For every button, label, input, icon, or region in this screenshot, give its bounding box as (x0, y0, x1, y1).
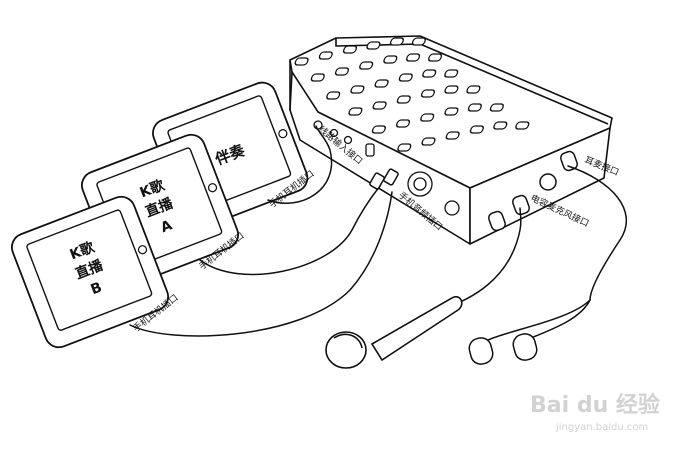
cable-microphone (439, 207, 522, 311)
microphone-head (325, 331, 367, 369)
earphones (468, 333, 538, 365)
microphone (325, 296, 463, 369)
side-knobs (488, 150, 578, 232)
cable-live-b (129, 191, 393, 337)
cables (129, 125, 627, 341)
cable-live-a (199, 185, 381, 276)
cable-accompaniment (267, 125, 333, 204)
cable-earphones (567, 165, 627, 301)
sound-card (289, 35, 613, 245)
knob-3 (539, 173, 557, 191)
knob-2 (512, 194, 530, 216)
phone-live-b: K歌 直播 B (11, 195, 169, 349)
usb-port (365, 143, 375, 157)
earbud-right (512, 333, 538, 361)
top-controls (294, 37, 530, 152)
watermark-brand: Bai du 经验 (530, 392, 660, 418)
front-ports (313, 120, 460, 216)
knob-1 (488, 210, 506, 232)
knob-4 (560, 150, 578, 172)
microphone-handle (370, 296, 463, 362)
watermark: Bai du 经验 jingyan.baidu.com (530, 392, 660, 433)
earbud-left (468, 337, 494, 365)
watermark-url: jingyan.baidu.com (555, 422, 648, 433)
